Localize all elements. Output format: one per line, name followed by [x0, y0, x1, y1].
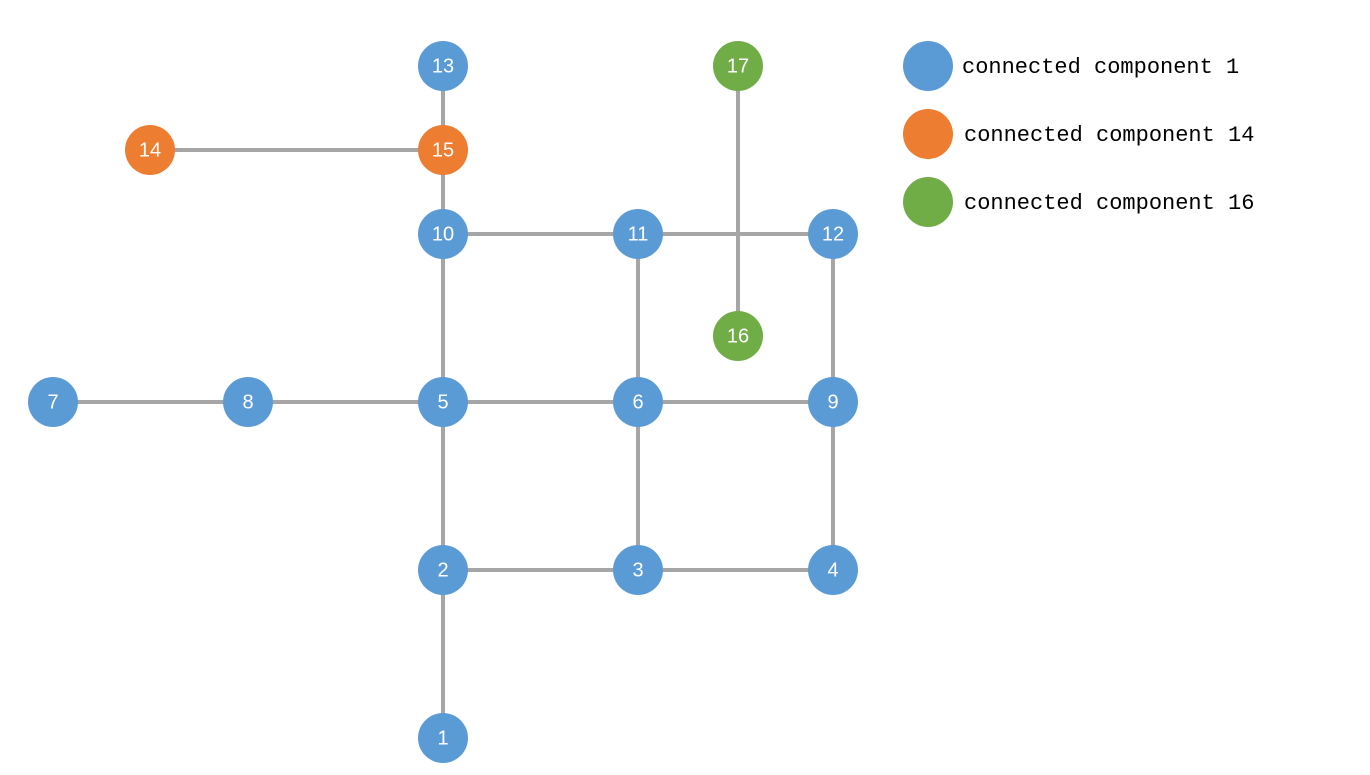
node-label: 3 [632, 559, 643, 581]
node-label: 15 [432, 139, 454, 161]
node-label: 17 [727, 55, 749, 77]
node-6: 6 [613, 377, 663, 427]
edges-layer [53, 66, 835, 738]
node-circle [223, 377, 273, 427]
node-circle [418, 545, 468, 595]
node-circle [418, 713, 468, 763]
node-circle [418, 41, 468, 91]
node-circle [808, 545, 858, 595]
node-label: 5 [437, 391, 448, 413]
node-8: 8 [223, 377, 273, 427]
node-label: 14 [139, 139, 161, 161]
node-label: 12 [822, 223, 844, 245]
node-label: 6 [632, 391, 643, 413]
node-9: 9 [808, 377, 858, 427]
node-15: 15 [418, 125, 468, 175]
node-label: 2 [437, 559, 448, 581]
node-1: 1 [418, 713, 468, 763]
node-circle [808, 377, 858, 427]
node-label: 10 [432, 223, 454, 245]
node-circle [418, 377, 468, 427]
node-3: 3 [613, 545, 663, 595]
node-label: 4 [827, 559, 838, 581]
node-label: 13 [432, 55, 454, 77]
legend: connected component 1 connected component… [903, 41, 1254, 227]
node-circle [808, 209, 858, 259]
node-label: 7 [47, 391, 58, 413]
node-circle [28, 377, 78, 427]
node-circle [713, 311, 763, 361]
node-label: 9 [827, 391, 838, 413]
node-circle [418, 125, 468, 175]
node-5: 5 [418, 377, 468, 427]
legend-swatch [903, 41, 953, 91]
node-2: 2 [418, 545, 468, 595]
legend-item-component-1: connected component 1 [903, 41, 1239, 91]
legend-item-component-16: connected component 16 [903, 177, 1254, 227]
node-label: 11 [628, 223, 649, 245]
legend-swatch [903, 177, 953, 227]
node-11: 11 [613, 209, 663, 259]
node-4: 4 [808, 545, 858, 595]
legend-item-component-14: connected component 14 [903, 109, 1254, 159]
node-label: 16 [727, 325, 749, 347]
node-14: 14 [125, 125, 175, 175]
node-circle [613, 545, 663, 595]
node-circle [613, 377, 663, 427]
node-circle [713, 41, 763, 91]
node-17: 17 [713, 41, 763, 91]
node-label: 8 [242, 391, 253, 413]
node-13: 13 [418, 41, 468, 91]
node-circle [613, 209, 663, 259]
node-12: 12 [808, 209, 858, 259]
node-7: 7 [28, 377, 78, 427]
node-circle [125, 125, 175, 175]
legend-label: connected component 16 [964, 191, 1254, 216]
node-10: 10 [418, 209, 468, 259]
node-16: 16 [713, 311, 763, 361]
legend-swatch [903, 109, 953, 159]
node-circle [418, 209, 468, 259]
node-label: 1 [437, 727, 448, 749]
legend-label: connected component 14 [964, 123, 1254, 148]
legend-label: connected component 1 [962, 55, 1239, 80]
